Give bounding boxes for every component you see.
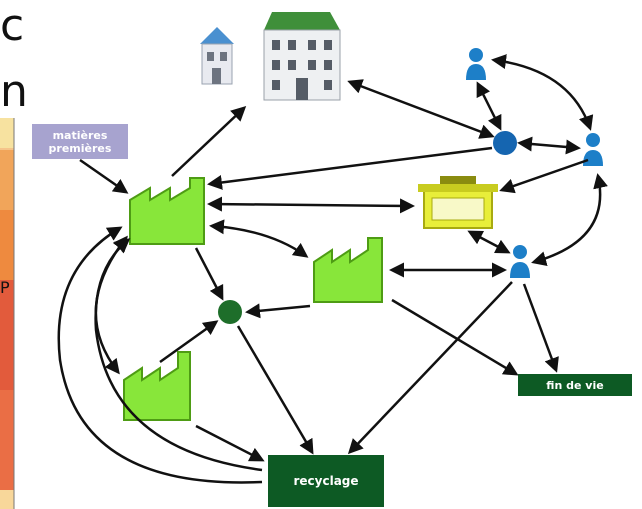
person-icon <box>583 133 603 166</box>
matieres-label-line2: premières <box>48 141 112 155</box>
person-icon <box>466 48 486 80</box>
fin-de-vie-box <box>518 374 632 396</box>
factory-icon <box>313 237 383 303</box>
clipped-text-fragment: c <box>0 0 25 51</box>
recyclage-box <box>268 455 384 507</box>
flow-arrows <box>57 54 608 484</box>
recyclage-label: recyclage <box>293 474 359 488</box>
building-icon <box>263 12 341 101</box>
clipped-text-fragment: n <box>0 66 28 117</box>
hub-node-icon <box>493 131 517 155</box>
matieres-premieres-label: matières premières <box>32 124 128 159</box>
hub-node-icon <box>218 300 242 324</box>
house-icon <box>200 27 234 85</box>
matieres-premieres-box <box>32 124 128 159</box>
store-icon <box>418 176 498 229</box>
matieres-label-line1: matières <box>52 128 108 142</box>
side-color-strip <box>0 118 15 509</box>
clipped-side-letter: P <box>0 278 10 297</box>
factory-icon <box>123 351 191 421</box>
fin-de-vie-label: fin de vie <box>546 378 604 392</box>
factory-icon <box>129 177 205 245</box>
person-icon <box>510 245 530 278</box>
